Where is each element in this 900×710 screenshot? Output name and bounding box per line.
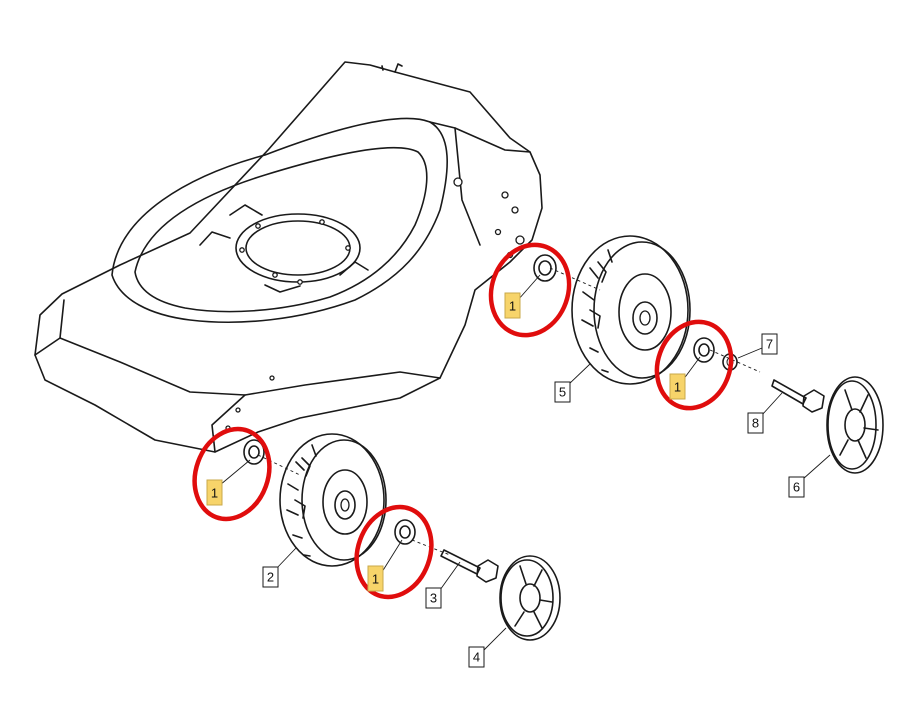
- svg-text:4: 4: [473, 650, 480, 665]
- svg-text:1: 1: [674, 380, 681, 395]
- svg-text:1: 1: [509, 299, 516, 314]
- highlight-ring-rear-right: [654, 319, 734, 411]
- callout-hub-front-left: 1: [206, 479, 223, 506]
- rear-wheel: [571, 235, 691, 385]
- callout-labels: 1 1 1 1 2 3 4 5: [206, 292, 805, 668]
- highlight-ring-rear-left: [488, 242, 572, 338]
- hub-nut-rear-left: [533, 254, 557, 282]
- highlight-ring-front-left: [192, 426, 272, 522]
- svg-text:6: 6: [793, 480, 800, 495]
- front-wheel: [279, 433, 387, 567]
- rear-hub-cap: [826, 376, 884, 474]
- callout-hub-rear-right: 1: [669, 373, 686, 400]
- hub-nut-rear-right: [693, 337, 715, 363]
- callout-wheel-front: 2: [262, 566, 279, 588]
- mower-deck: [34, 61, 543, 453]
- front-bolt: [440, 549, 499, 583]
- svg-text:7: 7: [766, 337, 773, 352]
- leader-lines: [219, 274, 831, 651]
- svg-text:3: 3: [430, 591, 437, 606]
- svg-text:1: 1: [372, 572, 379, 587]
- callout-cap-front: 4: [468, 646, 485, 668]
- front-hub-cap: [499, 555, 561, 641]
- callout-cap-rear: 6: [788, 476, 805, 498]
- hub-nut-front-left: [243, 439, 265, 465]
- rear-bolt: [771, 379, 825, 413]
- svg-text:8: 8: [752, 416, 759, 431]
- svg-text:1: 1: [211, 486, 218, 501]
- hub-nut-front-right: [394, 519, 416, 545]
- svg-text:5: 5: [559, 385, 566, 400]
- callout-bolt-rear: 8: [747, 412, 764, 434]
- svg-text:2: 2: [267, 570, 274, 585]
- highlight-rings: [192, 242, 734, 600]
- callout-wheel-rear: 5: [554, 381, 571, 403]
- callout-hub-rear-left: 1: [504, 292, 521, 319]
- callout-washer: 7: [761, 333, 778, 355]
- callout-hub-front-right: 1: [367, 565, 384, 592]
- highlight-ring-front-right: [354, 504, 434, 600]
- rear-wheel-assembly: [533, 235, 884, 474]
- callout-bolt-front: 3: [425, 587, 442, 609]
- front-wheel-assembly: [243, 433, 561, 641]
